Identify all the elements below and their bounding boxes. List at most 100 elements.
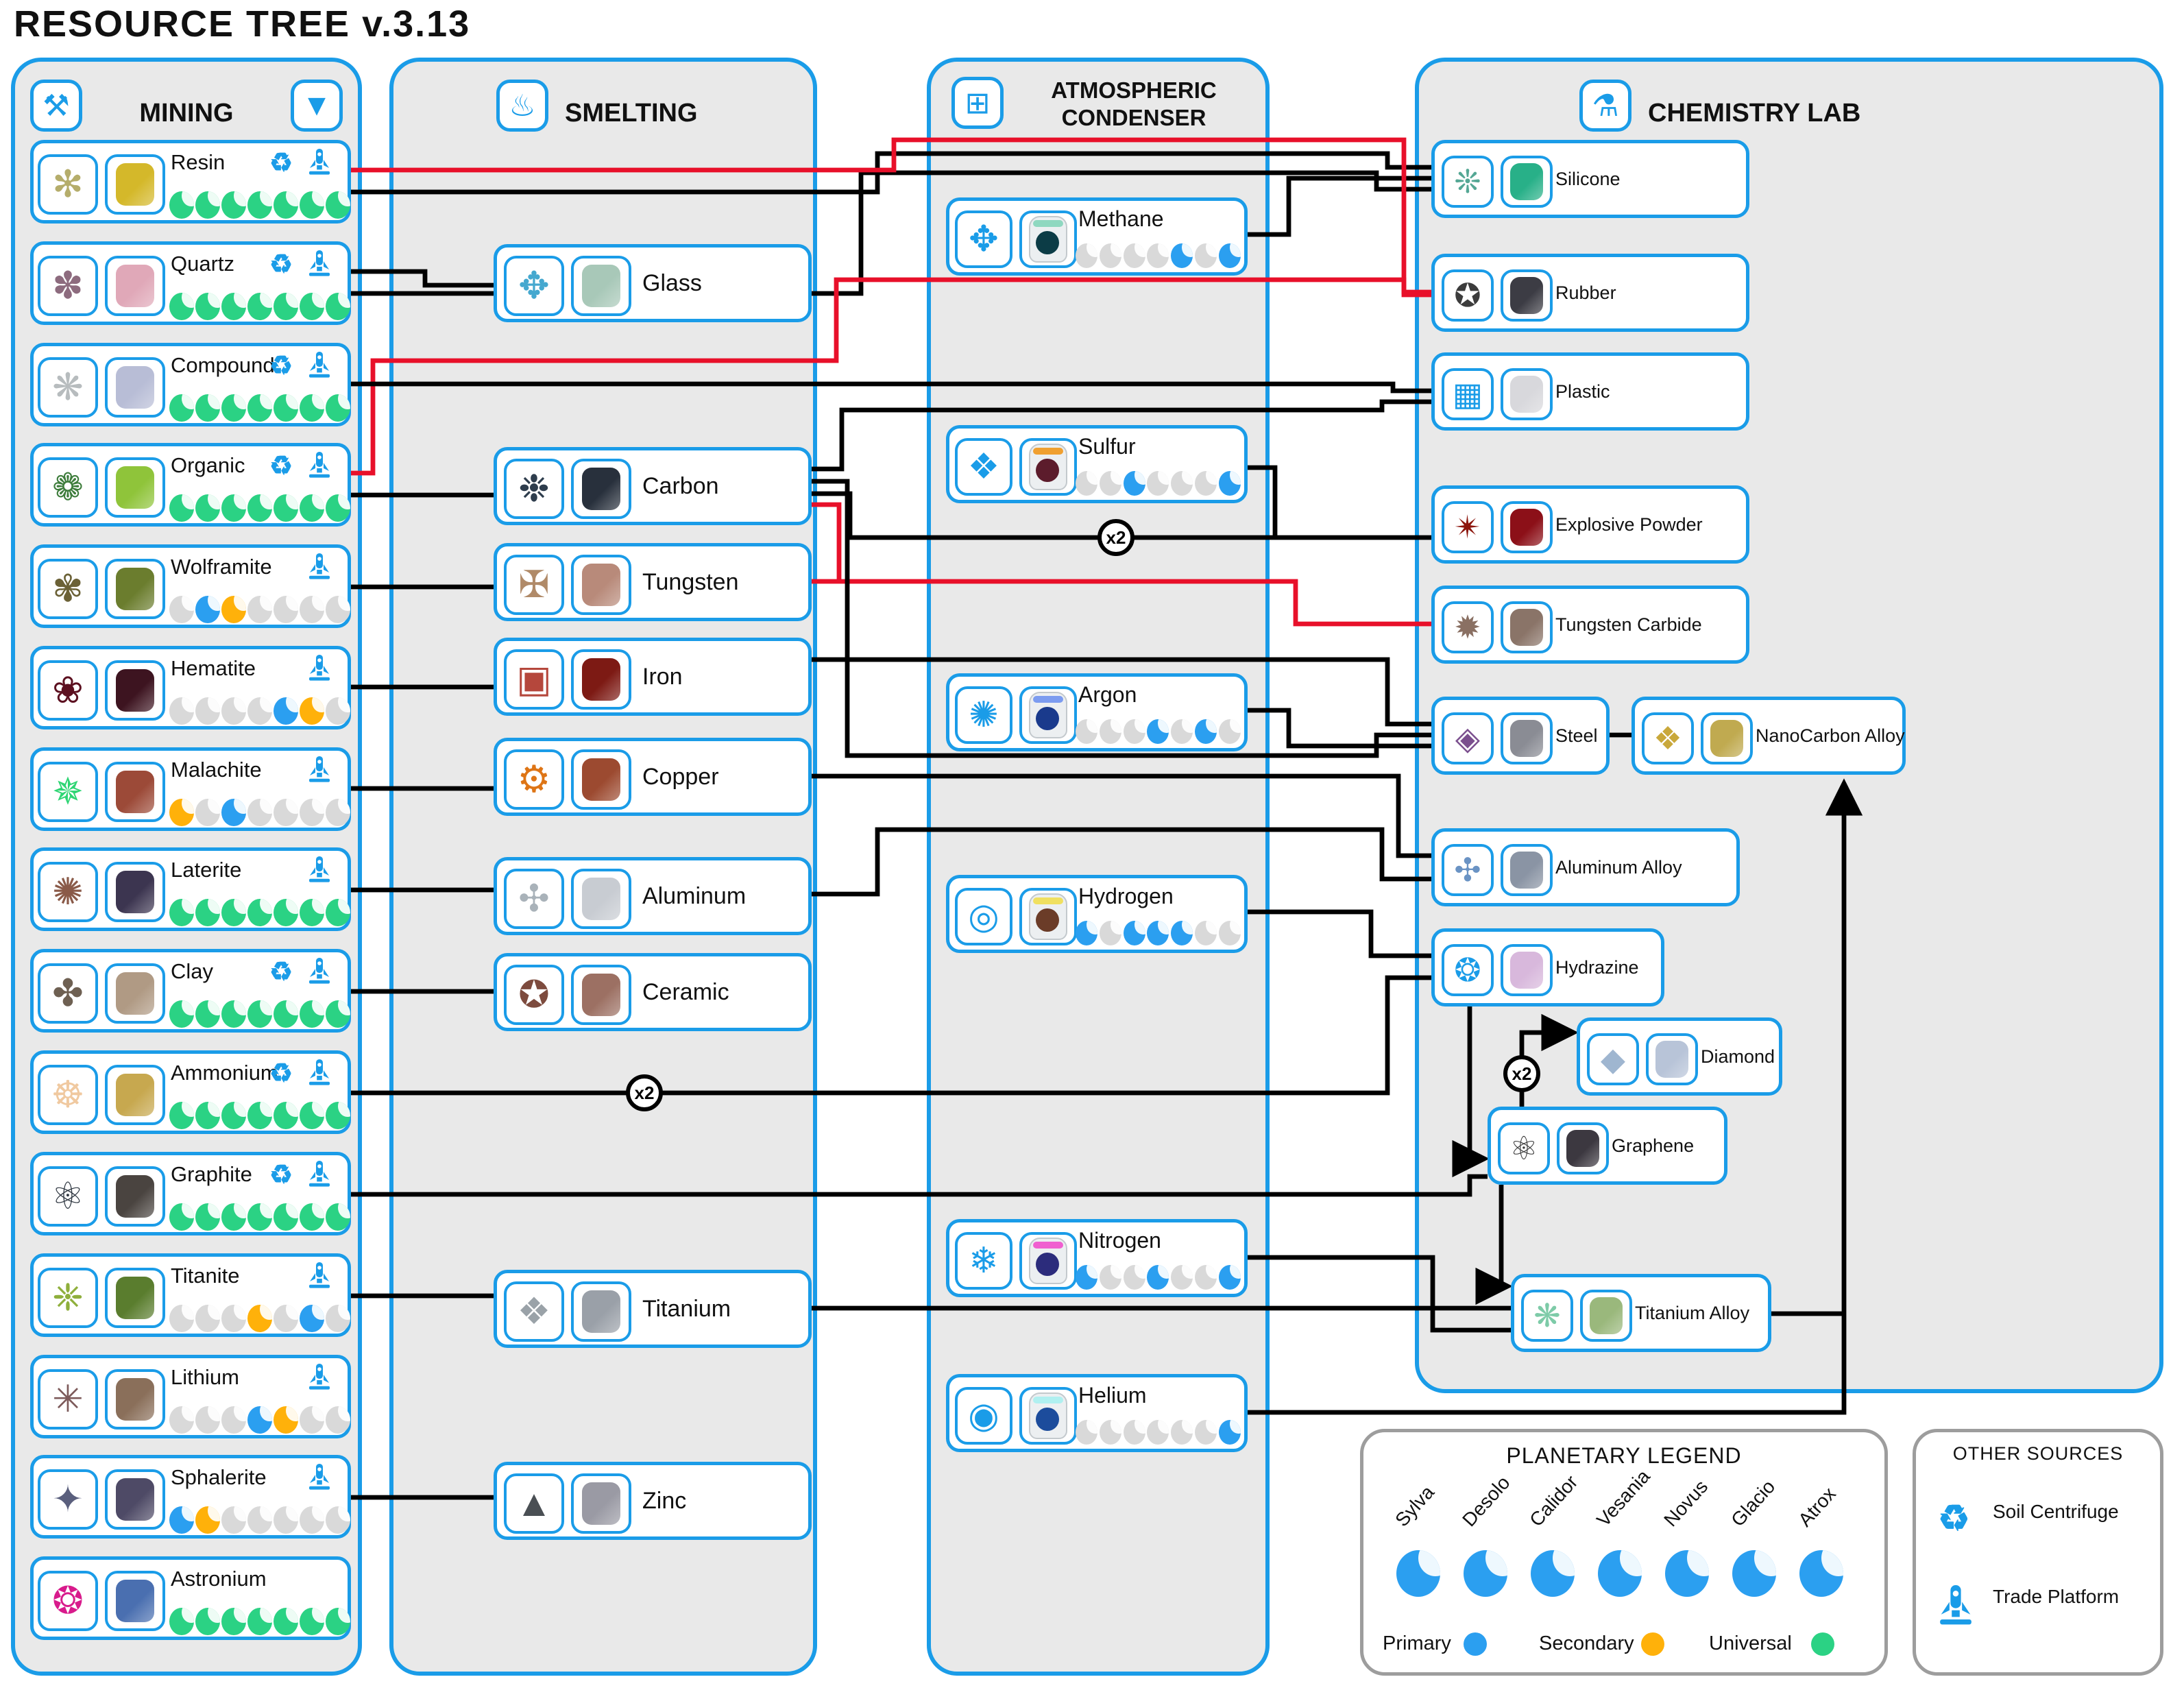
- planet-dot-desolo: [195, 1506, 220, 1534]
- planet-dot-crescent: [208, 293, 220, 309]
- item-label: Ceramic: [642, 978, 729, 1005]
- titanium-nugget: [582, 1290, 620, 1334]
- planet-dot-novus: [274, 1506, 298, 1534]
- diamond-thumbnail: [1646, 1033, 1698, 1085]
- iron-symbol-icon: ▣: [504, 649, 564, 710]
- atmospheric-condenser-icon: ⊞: [951, 77, 1004, 129]
- multiplier-badge-ammonium-hydrazine: x2: [626, 1074, 663, 1111]
- planet-dot-crescent: [208, 1102, 220, 1118]
- planet-dot-crescent: [1087, 1265, 1097, 1279]
- planet-dot-crescent: [208, 1506, 220, 1522]
- planet-dot-desolo: [195, 1000, 220, 1028]
- item-label: Aluminum Alloy: [1555, 856, 1682, 878]
- tungsten-glyph: ✠: [518, 563, 550, 605]
- planet-dot-crescent: [260, 799, 272, 815]
- connection-organic-to-rubber: [351, 277, 1431, 476]
- hydrazine-nugget: [1510, 952, 1543, 989]
- item-label: Tungsten: [642, 568, 739, 595]
- planet-dot-crescent: [286, 1000, 298, 1016]
- planet-dot-crescent: [208, 1608, 220, 1624]
- plastic-symbol-icon: ▦: [1442, 368, 1494, 420]
- aluminum-glyph: ✣: [518, 877, 550, 919]
- compound-symbol-icon: ❋: [38, 357, 98, 418]
- glass-thumbnail: [571, 256, 631, 316]
- item-ammonium: ☸Ammonium♻: [30, 1050, 351, 1134]
- connection-graphene-to-titanium-alloy: [1475, 1185, 1513, 1305]
- clay-symbol-icon: ✤: [38, 963, 98, 1024]
- planet-dot-crescent: [182, 1102, 194, 1118]
- argon-canister-ring: [1033, 696, 1063, 703]
- trade-platform-icon: [308, 1261, 331, 1294]
- clay-thumbnail: [105, 963, 165, 1024]
- carbon-glyph: ❉: [518, 467, 550, 509]
- planet-dot-crescent: [234, 899, 246, 915]
- planet-dot-calidor: [1123, 719, 1145, 744]
- planet-dot-crescent: [338, 697, 350, 713]
- connection-sulfur-to-explosive-powder: [1248, 465, 1278, 538]
- planet-dot-vesania: [247, 596, 272, 623]
- methane-canister-window: [1036, 231, 1059, 254]
- ammonium-nugget: [116, 1073, 154, 1117]
- trade-platform-icon: [308, 956, 331, 990]
- connection-tungsten-to-tungsten-carbide: [812, 579, 1431, 627]
- planet-dot-glacio: [300, 596, 324, 623]
- nitrogen-symbol-icon: ❄: [955, 1232, 1012, 1290]
- planet-dot-atrox: [326, 1102, 350, 1129]
- quartz-nugget: [116, 264, 154, 308]
- planet-dot-sylva: [169, 1305, 194, 1332]
- other-sources-title: OTHER SOURCES: [1952, 1443, 2124, 1464]
- item-label: Laterite: [171, 858, 242, 882]
- connection-hydrazine-to-graphene: [1452, 1006, 1490, 1178]
- item-label: Graphite: [171, 1162, 252, 1186]
- planet-dot-glacio: [300, 799, 324, 826]
- legend-planet-vesania: [1598, 1550, 1642, 1597]
- planet-dot-crescent: [1158, 921, 1169, 935]
- item-titanium-alloy: ❋Titanium Alloy: [1511, 1274, 1771, 1352]
- planet-dot-crescent: [182, 1608, 194, 1624]
- hydrogen-canister: [1029, 893, 1067, 940]
- planet-dot-glacio: [300, 1203, 324, 1231]
- copper-glyph: ⚙: [517, 758, 551, 800]
- planet-dot-vesania: [247, 1203, 272, 1231]
- explosive-powder-symbol-icon: ✴: [1442, 501, 1494, 553]
- planet-dot-glacio: [1195, 921, 1217, 945]
- planet-dot-atrox: [326, 1506, 350, 1534]
- connection-helium-to-nanocarbon-alloy: [1248, 778, 1863, 1415]
- planet-dot-crescent: [286, 1102, 298, 1118]
- planet-dot-novus: [274, 799, 298, 826]
- zinc-glyph: ▲: [515, 1482, 553, 1524]
- soil-centrifuge-icon: ♻: [269, 149, 293, 178]
- trade-platform-icon: [308, 147, 331, 181]
- planet-dot-desolo: [195, 1608, 220, 1635]
- planet-dot-sylva: [169, 697, 194, 725]
- planet-dot-crescent: [182, 1305, 194, 1321]
- hydrogen-canister-window: [1036, 908, 1059, 932]
- planet-dot-sylva: [169, 191, 194, 219]
- methane-glyph: ✥: [969, 219, 999, 259]
- titanium-thumbnail: [571, 1281, 631, 1342]
- planet-dot-sylva: [169, 899, 194, 926]
- planet-dot-crescent: [286, 799, 298, 815]
- planet-dot-crescent: [312, 191, 324, 207]
- planet-dot-atrox: [1218, 1265, 1241, 1290]
- planet-dot-novus: [1171, 471, 1193, 496]
- legend-primary-dot: [1464, 1632, 1488, 1656]
- item-compound: ❋Compound♻: [30, 343, 351, 426]
- soil-centrifuge-label: Soil Centrifuge: [1993, 1501, 2119, 1522]
- item-silicone: ❊Silicone: [1431, 140, 1749, 218]
- laterite-nugget: [116, 870, 154, 914]
- planet-dot-desolo: [195, 899, 220, 926]
- planet-dot-calidor: [221, 1203, 246, 1231]
- planet-dot-sylva: [169, 293, 194, 320]
- planet-dot-glacio: [300, 1608, 324, 1635]
- quartz-symbol-icon: ✽: [38, 256, 98, 316]
- graphite-thumbnail: [105, 1166, 165, 1227]
- planet-dot-crescent: [1206, 471, 1217, 485]
- trade-platform-icon: [308, 1159, 331, 1193]
- planet-dot-sylva: [1076, 719, 1097, 744]
- ammonium-thumbnail: [105, 1065, 165, 1125]
- planet-dot-crescent: [208, 1203, 220, 1219]
- planet-dot-crescent: [1134, 471, 1145, 485]
- copper-thumbnail: [571, 749, 631, 810]
- planet-dot-crescent: [1110, 243, 1121, 258]
